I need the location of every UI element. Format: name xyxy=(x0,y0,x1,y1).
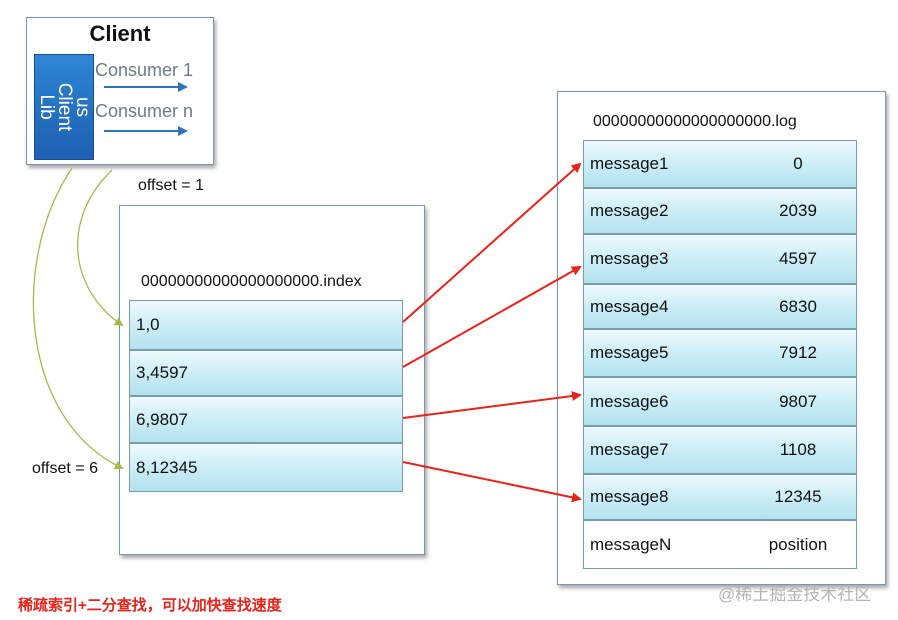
log-entry: message8 12345 xyxy=(583,474,857,520)
index-entry-text: 3,4597 xyxy=(136,363,188,382)
log-position: 4597 xyxy=(779,249,817,268)
log-position: 2039 xyxy=(779,201,817,220)
log-position: position xyxy=(768,534,828,554)
index-to-message3-arrow xyxy=(402,266,582,368)
index-entry: 6,9807 xyxy=(129,396,403,443)
offset-1-curve xyxy=(77,169,124,327)
index-entry-text: 1,0 xyxy=(136,315,160,334)
index-to-message1-arrow xyxy=(402,162,582,323)
log-entry: messageN position xyxy=(583,520,857,569)
log-message: message1 xyxy=(590,154,669,173)
log-message: message6 xyxy=(590,391,669,411)
offset-6-curve xyxy=(32,167,124,470)
log-entry: message6 9807 xyxy=(583,377,857,426)
offset-6-label: offset = 6 xyxy=(32,460,98,477)
log-message: message7 xyxy=(590,440,669,459)
index-entry: 3,4597 xyxy=(129,350,403,396)
index-entry-text: 8,12345 xyxy=(136,457,198,477)
log-message: messageN xyxy=(590,534,672,554)
log-entry: message2 2039 xyxy=(583,188,857,234)
log-entry: message5 7912 xyxy=(583,329,857,377)
index-filename: 00000000000000000000.index xyxy=(141,273,362,290)
log-entry: message7 1108 xyxy=(583,426,857,474)
client-title: Client xyxy=(89,21,151,46)
offset-1-label: offset = 1 xyxy=(138,177,204,194)
log-position: 0 xyxy=(793,154,803,173)
index-to-message8-arrow xyxy=(402,461,582,503)
log-message: message8 xyxy=(590,487,669,506)
caption-text: 稀疏索引+二分查找，可以加快查找速度 xyxy=(18,597,282,614)
log-filename: 00000000000000000000.log xyxy=(593,113,797,130)
consumer-n-label: Consumer n xyxy=(95,101,194,121)
index-entry-text: 6,9807 xyxy=(136,409,188,429)
log-position: 12345 xyxy=(774,487,822,506)
log-message: message5 xyxy=(590,343,669,362)
log-message: message2 xyxy=(590,201,669,220)
index-entry: 1,0 xyxy=(129,300,403,350)
log-position: 6830 xyxy=(779,296,817,316)
consumer-1-label: Consumer 1 xyxy=(95,60,194,80)
log-message: message3 xyxy=(590,249,669,268)
log-position: 1108 xyxy=(779,440,817,459)
log-message: message4 xyxy=(590,296,669,316)
index-entry: 8,12345 xyxy=(129,443,403,492)
client-lib-block: us Client Lib xyxy=(34,54,94,160)
log-entry: message4 6830 xyxy=(583,284,857,329)
watermark: @稀土掘金技术社区 xyxy=(718,585,872,604)
log-entry: message3 4597 xyxy=(583,234,857,284)
index-to-message6-arrow xyxy=(402,391,582,419)
log-position: 9807 xyxy=(779,391,817,411)
log-position: 7912 xyxy=(779,343,817,362)
log-entry: message1 0 xyxy=(583,140,857,188)
